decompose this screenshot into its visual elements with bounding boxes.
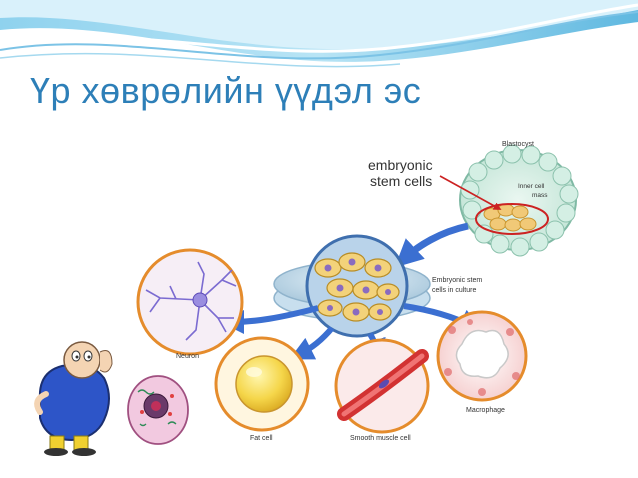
culture-label-1: Embryonic stem (432, 277, 482, 284)
thinking-man-cartoon (34, 341, 113, 456)
header-wave-decoration (0, 0, 638, 68)
neuron-illustration (136, 248, 244, 356)
culture-label-2: cells in culture (432, 287, 476, 294)
smooth-muscle-cell-illustration (334, 338, 430, 434)
embryonic-callout-line2: stem cells (370, 173, 432, 189)
fat-cell-label: Fat cell (250, 435, 273, 442)
slide-title: Үр хөврөлийн үүдэл эс (30, 70, 422, 111)
macrophage-illustration (436, 310, 528, 402)
blastocyst-illustration (459, 144, 579, 257)
inner-cell-mass-label-2: mass (532, 192, 548, 199)
fat-cell-illustration (214, 336, 310, 432)
callout-arrow (439, 175, 502, 210)
animal-cell-illustration (127, 375, 189, 445)
stem-cell-culture-circle (305, 234, 409, 338)
blastocyst-label: Blastocyst (502, 141, 534, 148)
arrow-to-fat-cell (289, 326, 335, 360)
smooth-muscle-cell-label: Smooth muscle cell (350, 435, 411, 442)
neuron-label: Neuron (176, 353, 199, 360)
macrophage-label: Macrophage (466, 407, 505, 414)
inner-cell-mass-label-1: Inner cell (518, 183, 545, 190)
arrow-blastocyst-to-culture (394, 222, 469, 268)
embryonic-callout-line1: embryonic (368, 157, 433, 173)
